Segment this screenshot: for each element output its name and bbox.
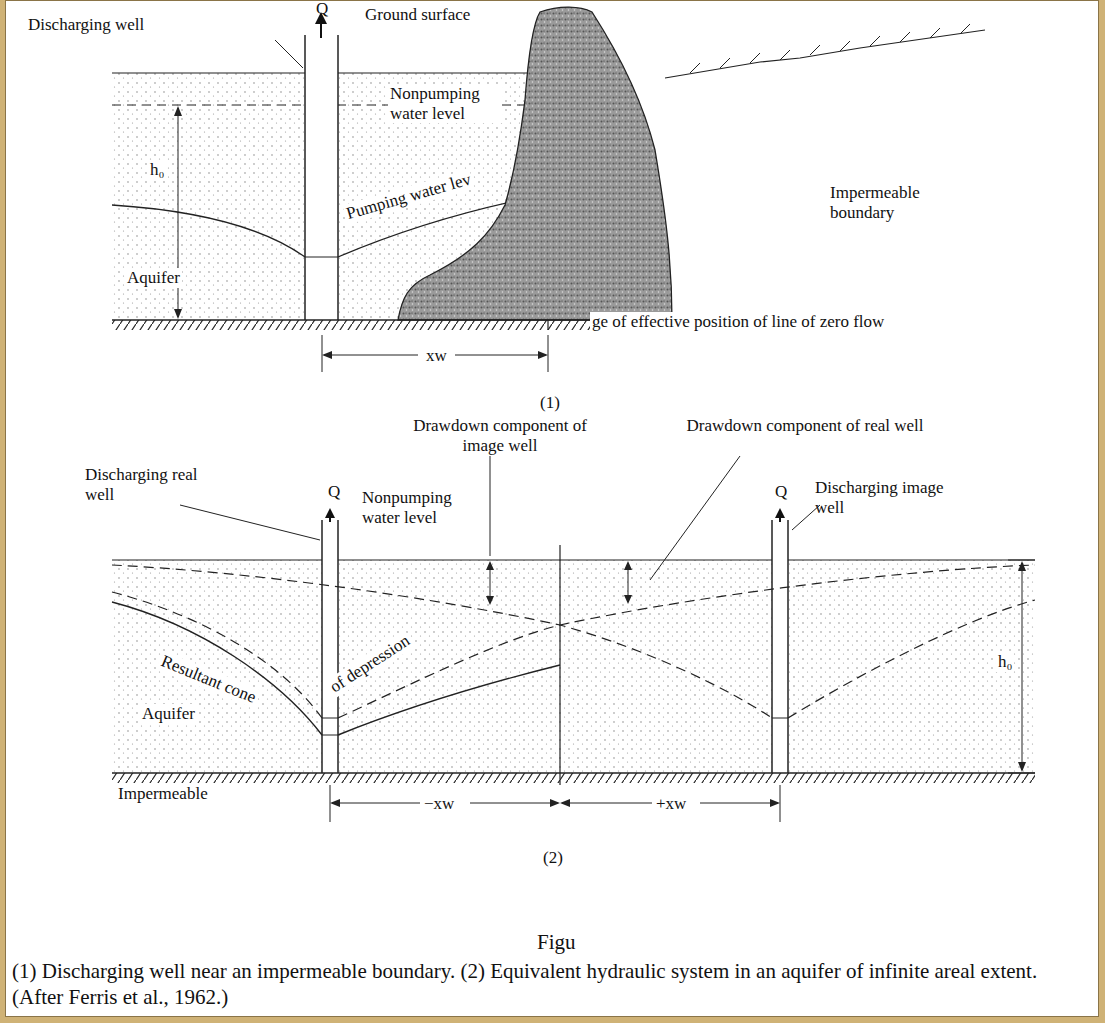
dimension-label: h₀: [996, 652, 1014, 672]
well-label: Discharging image well: [815, 478, 950, 517]
water-level-label: Nonpumping water level: [388, 84, 502, 123]
layer-label: Aquifer: [140, 704, 197, 724]
water-level-label: Nonpumping water level: [360, 488, 489, 527]
boundary-label: Impermeable boundary: [830, 183, 970, 222]
discharge-symbol: Q: [316, 0, 328, 19]
layer-label: Aquifer: [125, 268, 182, 288]
discharge-symbol: Q: [775, 482, 787, 502]
layer-label: Impermeable: [118, 784, 208, 804]
figure-caption: (1) Discharging well near an impermeable…: [12, 958, 1090, 1011]
well-label: Discharging real well: [85, 465, 220, 504]
well-label: Discharging well: [28, 15, 144, 35]
figure-label: Figu: [537, 930, 576, 954]
dimension-label: h₀: [148, 160, 166, 180]
discharge-symbol: Q: [328, 482, 340, 502]
component-label: Drawdown component of real well: [680, 416, 930, 436]
panel-number: (2): [543, 848, 563, 868]
component-label: Drawdown component of image well: [410, 416, 590, 455]
dimension-label: −xw: [424, 794, 454, 814]
surface-label: Ground surface: [365, 5, 470, 25]
panel-number: (1): [540, 393, 560, 413]
boundary-note: ge of effective position of line of zero…: [590, 312, 894, 332]
dimension-label: xw: [426, 346, 447, 366]
dimension-label: +xw: [656, 794, 686, 814]
